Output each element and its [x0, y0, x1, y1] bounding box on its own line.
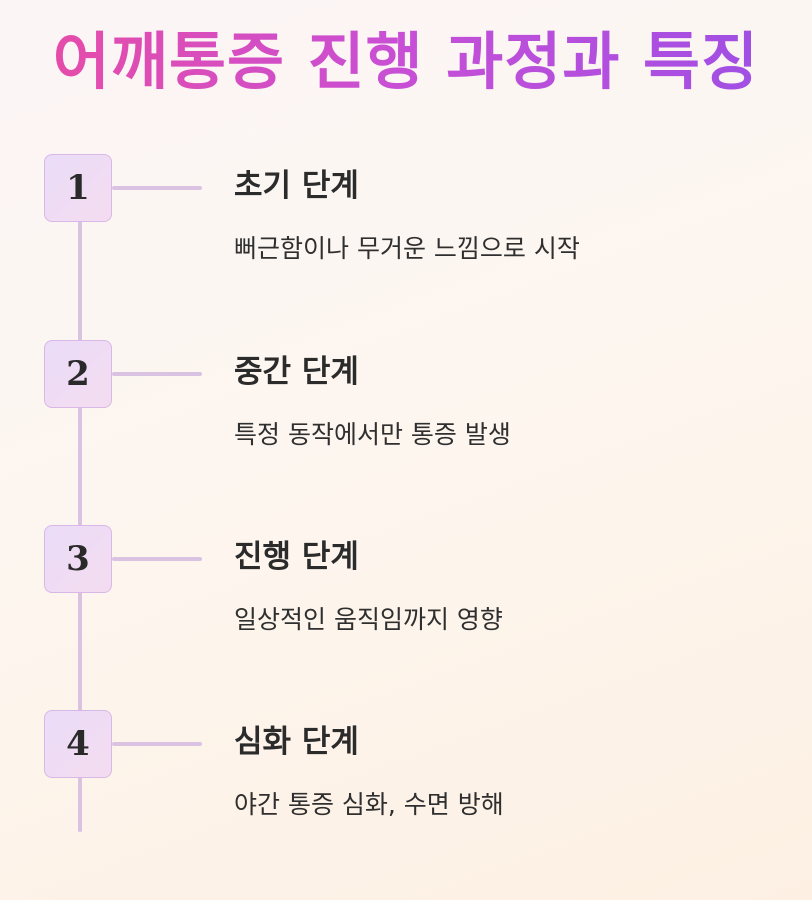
timeline-line [78, 188, 82, 832]
step-connector [112, 742, 202, 746]
step-connector [112, 372, 202, 376]
step-number-box: 2 [44, 340, 112, 408]
timeline-step-2: 2 중간 단계 특정 동작에서만 통증 발생 [0, 340, 812, 460]
step-number-box: 3 [44, 525, 112, 593]
step-title: 심화 단계 [234, 724, 359, 760]
step-number-box: 1 [44, 154, 112, 222]
step-title: 중간 단계 [234, 354, 359, 390]
timeline-step-1: 1 초기 단계 뻐근함이나 무거운 느낌으로 시작 [0, 154, 812, 274]
step-description: 뻐근함이나 무거운 느낌으로 시작 [234, 234, 580, 263]
step-title: 초기 단계 [234, 168, 359, 204]
page-title: 어깨통증 진행 과정과 특징 [0, 22, 812, 102]
timeline-step-3: 3 진행 단계 일상적인 움직임까지 영향 [0, 525, 812, 645]
timeline-step-4: 4 심화 단계 야간 통증 심화, 수면 방해 [0, 710, 812, 830]
step-number-box: 4 [44, 710, 112, 778]
step-description: 일상적인 움직임까지 영향 [234, 605, 503, 634]
step-title: 진행 단계 [234, 539, 359, 575]
step-connector [112, 186, 202, 190]
step-description: 특정 동작에서만 통증 발생 [234, 420, 511, 449]
step-connector [112, 557, 202, 561]
step-description: 야간 통증 심화, 수면 방해 [234, 790, 504, 819]
